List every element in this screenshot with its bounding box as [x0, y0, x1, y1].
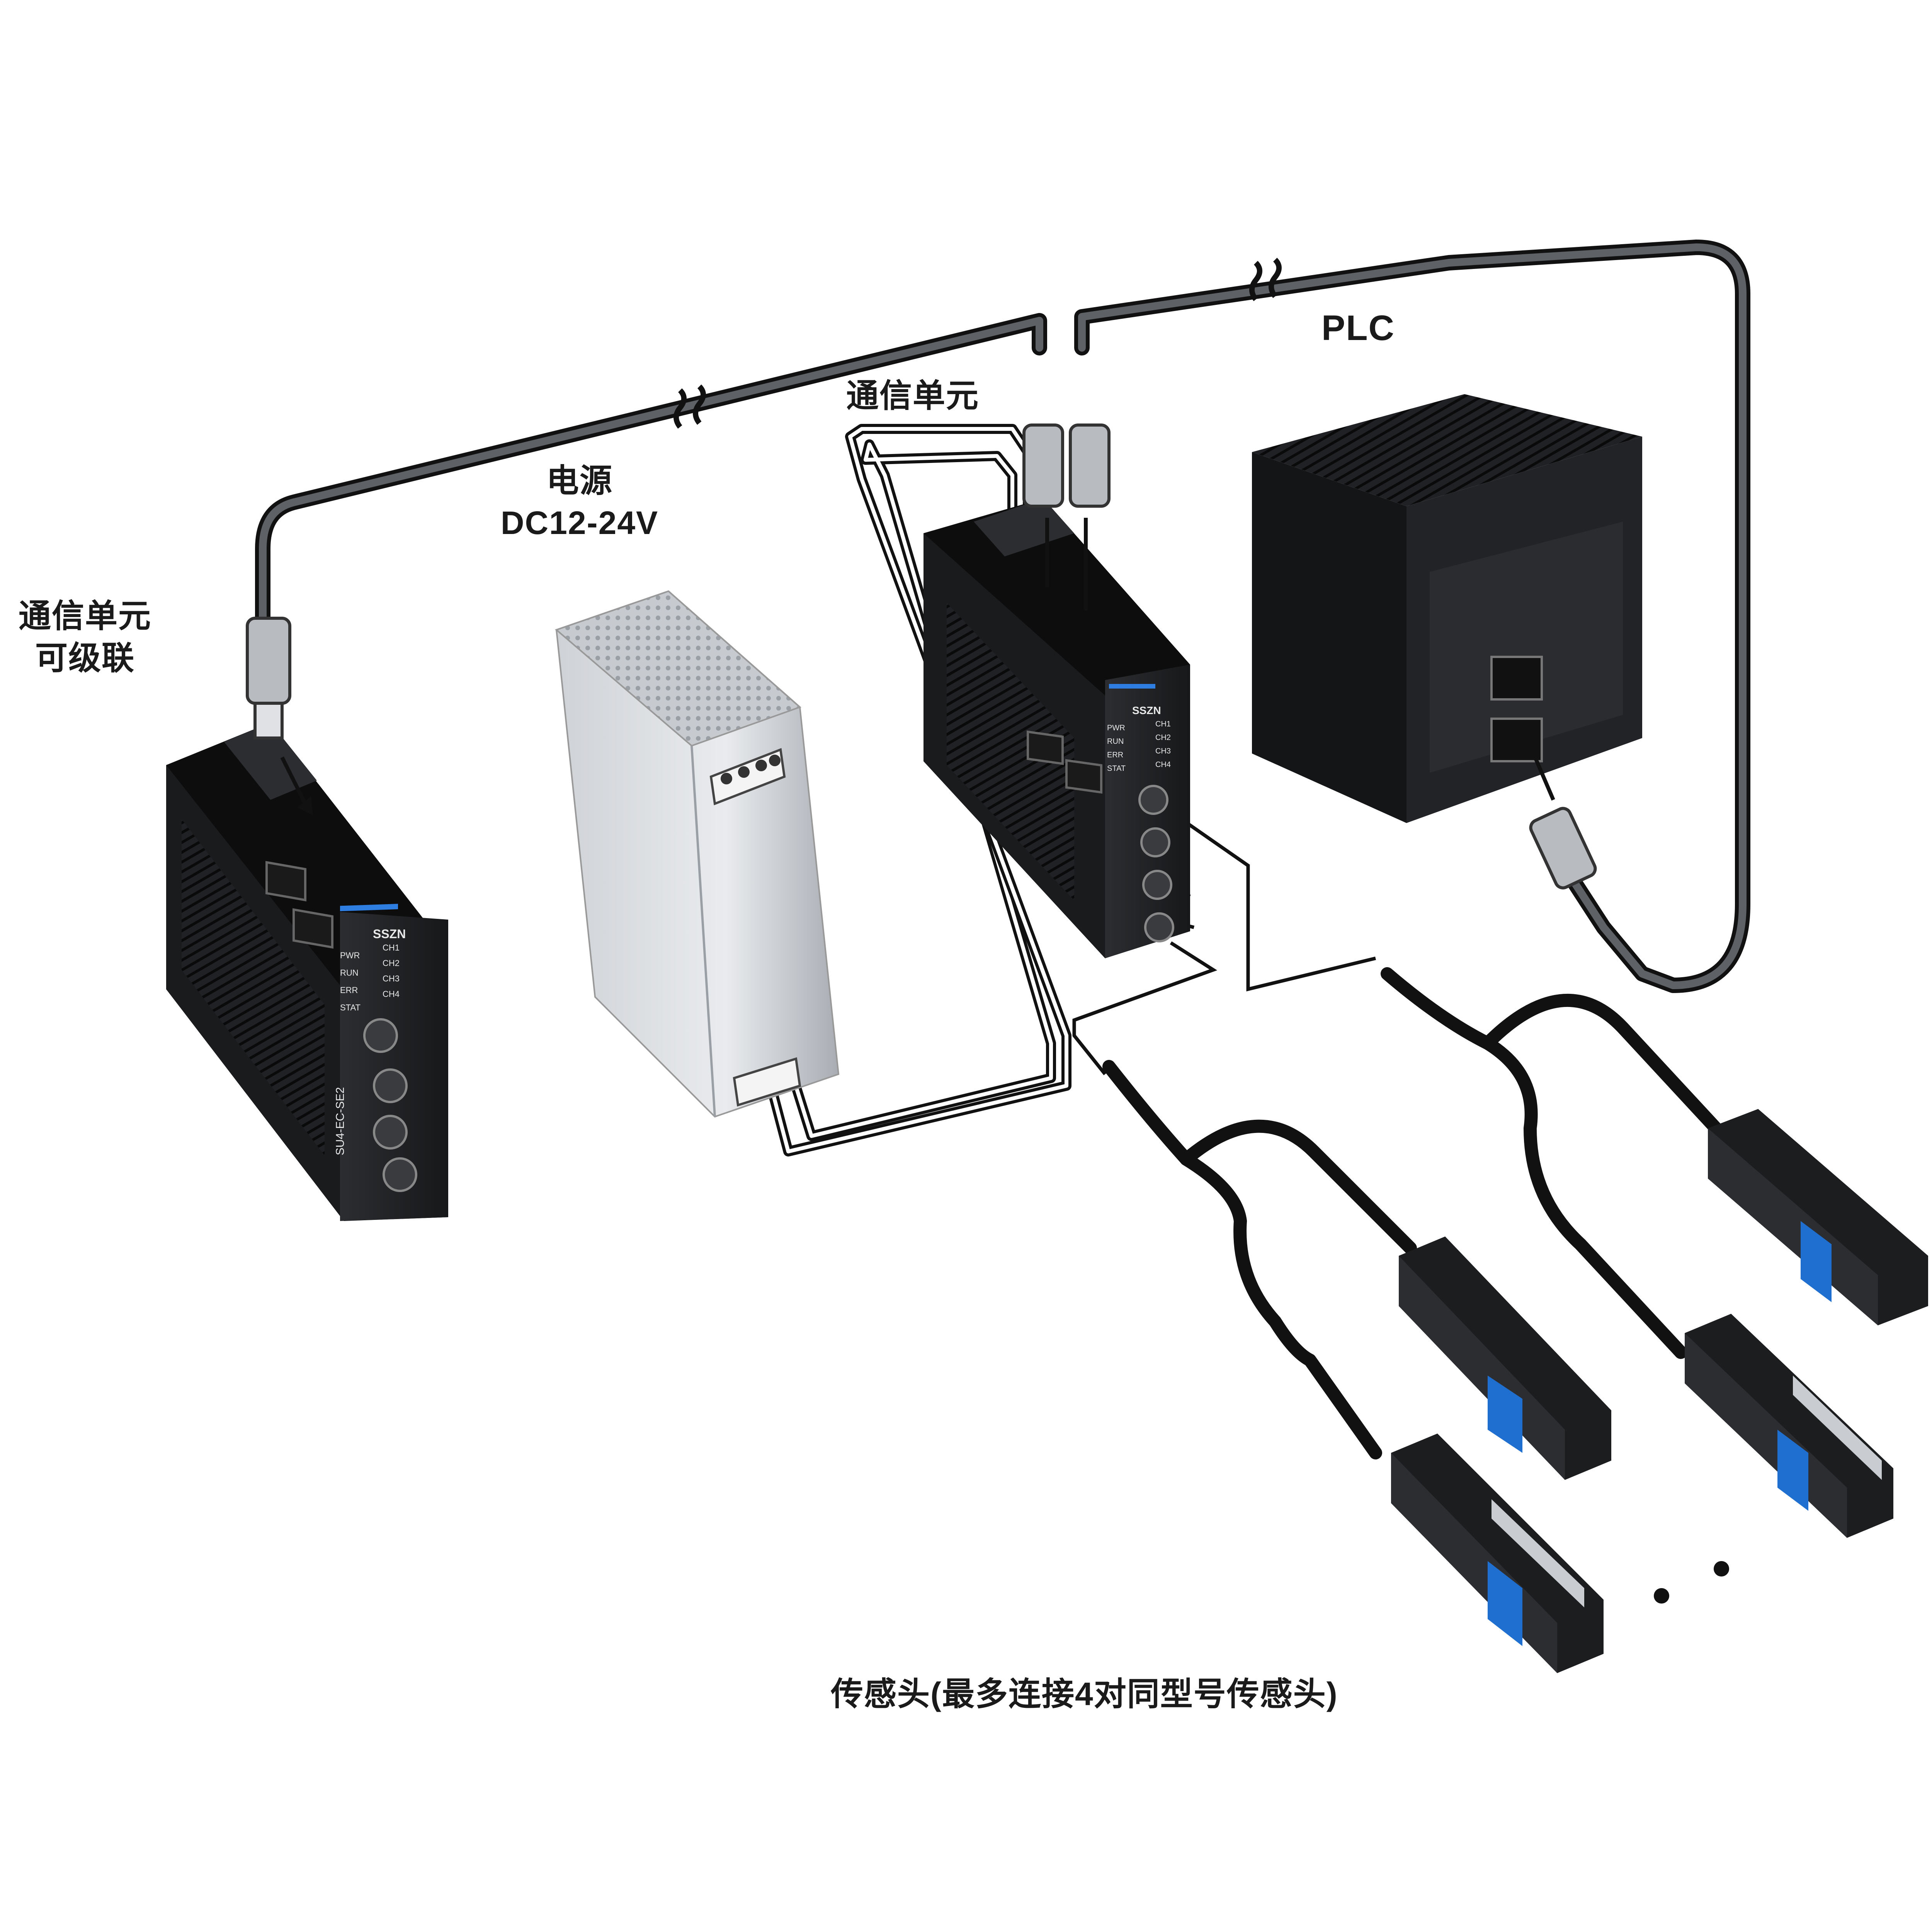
- sensor-head-r-back: [1685, 1314, 1893, 1538]
- sensor-head-t-front: [1399, 1236, 1611, 1480]
- sensor-cables: [1102, 967, 1726, 1459]
- sensor-head-r-front: [1391, 1434, 1604, 1673]
- svg-text:CH4: CH4: [1155, 760, 1171, 769]
- svg-text:CH4: CH4: [383, 989, 400, 999]
- ethernet-cable-cascade: [255, 313, 1047, 626]
- svg-text:CH1: CH1: [383, 943, 400, 952]
- label-sensor-heads: 传感头(最多连接4对同型号传感头): [831, 1676, 1338, 1712]
- svg-text:SSZN: SSZN: [373, 927, 406, 941]
- svg-text:CH3: CH3: [383, 974, 400, 983]
- label-plc: PLC: [1321, 308, 1395, 348]
- svg-text:CH2: CH2: [1155, 733, 1171, 742]
- more-sensors-ellipsis: [1654, 1561, 1729, 1604]
- cable-break-marks: [673, 258, 1282, 429]
- label-power-supply-line1: 电源: [546, 463, 613, 499]
- svg-text:STAT: STAT: [340, 1003, 361, 1012]
- svg-text:RUN: RUN: [340, 968, 359, 978]
- ethernet-cable-plc: [1074, 240, 1750, 993]
- label-comm-unit: 通信单元: [846, 378, 980, 414]
- svg-text:CH3: CH3: [1155, 747, 1171, 755]
- svg-text:STAT: STAT: [1107, 764, 1126, 773]
- svg-text:RUN: RUN: [1107, 737, 1124, 746]
- sensor-head-t-back: [1708, 1109, 1928, 1325]
- svg-text:ERR: ERR: [1107, 751, 1123, 759]
- label-comm-unit-cascade: 通信单元 可级联: [0, 595, 170, 679]
- label-power-supply-line2: DC12-24V: [500, 505, 659, 541]
- svg-text:SSZN: SSZN: [1132, 704, 1161, 716]
- label-comm-unit-cascade-line2: 可级联: [35, 640, 135, 677]
- svg-text:PWR: PWR: [340, 951, 360, 960]
- svg-text:CH2: CH2: [383, 958, 400, 968]
- power-cable: [764, 424, 1071, 1156]
- label-comm-unit-cascade-line1: 通信单元: [18, 598, 151, 634]
- svg-text:PWR: PWR: [1107, 724, 1125, 732]
- svg-text:ERR: ERR: [340, 985, 358, 995]
- plc-device: [1252, 394, 1642, 889]
- svg-text:SU4-EC-SE2: SU4-EC-SE2: [334, 1087, 347, 1155]
- power-supply: [555, 590, 840, 1118]
- label-power-supply: 电源 DC12-24V: [483, 460, 676, 544]
- svg-text:CH1: CH1: [1155, 720, 1171, 728]
